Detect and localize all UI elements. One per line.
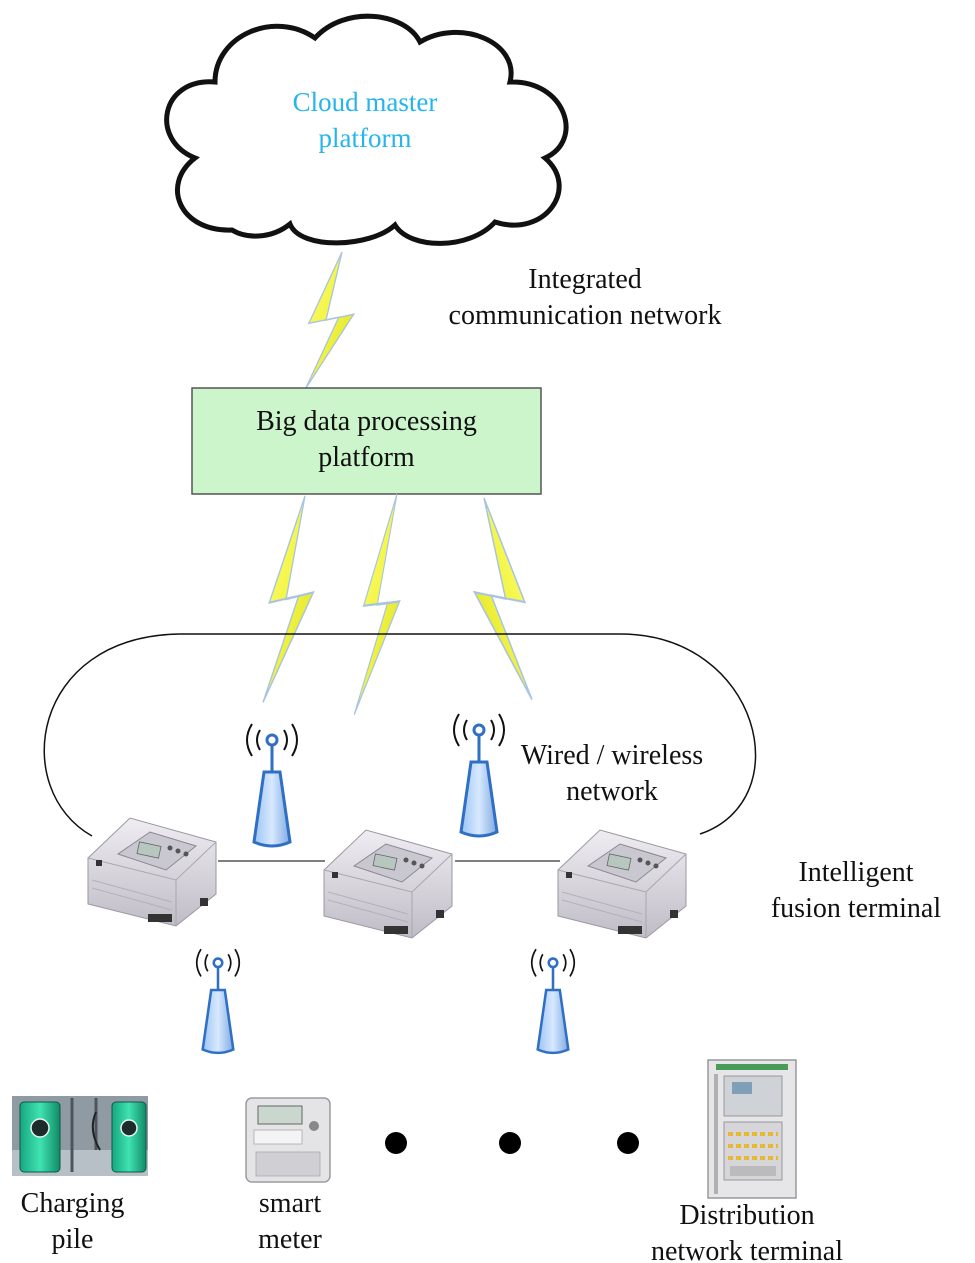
bolt-link-1 (261, 494, 315, 704)
link-label-line2: communication network (448, 300, 722, 331)
smart-meter-label-line2: meter (258, 1224, 322, 1255)
processing-label-line2: platform (318, 442, 415, 473)
cloud-shape (164, 13, 569, 246)
ellipsis-dot (385, 1132, 407, 1154)
charging-pile-image (12, 1096, 148, 1176)
charging-pile-label-line1: Charging (20, 1188, 125, 1219)
cloud-title: Cloud master platform (230, 84, 500, 156)
smart-meter-label: smart meter (230, 1186, 350, 1258)
bolt-link-3 (473, 496, 534, 701)
terminal-label-line2: fusion terminal (770, 893, 942, 924)
antenna-icon (195, 947, 241, 1055)
cloud-title-line1: Cloud master (292, 87, 438, 117)
smart-meter-image (245, 1097, 331, 1183)
smart-meter-label-line1: smart (258, 1188, 322, 1219)
antenna-icon (245, 722, 299, 848)
network-label-line1: Wired / wireless (520, 740, 704, 771)
distribution-label: Distribution network terminal (610, 1198, 884, 1263)
distribution-cabinet-image (707, 1059, 797, 1199)
processing-label: Big data processing platform (192, 404, 541, 476)
fusion-terminal-device (557, 829, 687, 939)
network-label-line2: network (566, 776, 658, 807)
antenna-icon (530, 947, 576, 1055)
ellipsis-dot (617, 1132, 639, 1154)
processing-label-line1: Big data processing (256, 406, 477, 437)
bolt-link-2 (353, 486, 405, 724)
fusion-terminal-device (87, 817, 217, 927)
network-loop (43, 633, 757, 837)
link-label: Integrated communication network (380, 262, 790, 334)
distribution-label-line1: Distribution (679, 1200, 815, 1231)
ellipsis-dot (499, 1132, 521, 1154)
distribution-label-line2: network terminal (650, 1236, 844, 1263)
charging-pile-label-line2: pile (51, 1224, 94, 1255)
cloud-title-line2: platform (318, 123, 412, 153)
processing-box (191, 387, 542, 495)
bolt-cloud-link (298, 250, 359, 390)
charging-pile-label: Charging pile (0, 1186, 145, 1258)
network-label: Wired / wireless network (470, 738, 754, 810)
terminal-label-line1: Intelligent (798, 857, 914, 888)
fusion-terminal-device (323, 829, 453, 939)
terminal-label: Intelligent fusion terminal (740, 855, 972, 927)
link-label-line1: Integrated (528, 264, 642, 295)
